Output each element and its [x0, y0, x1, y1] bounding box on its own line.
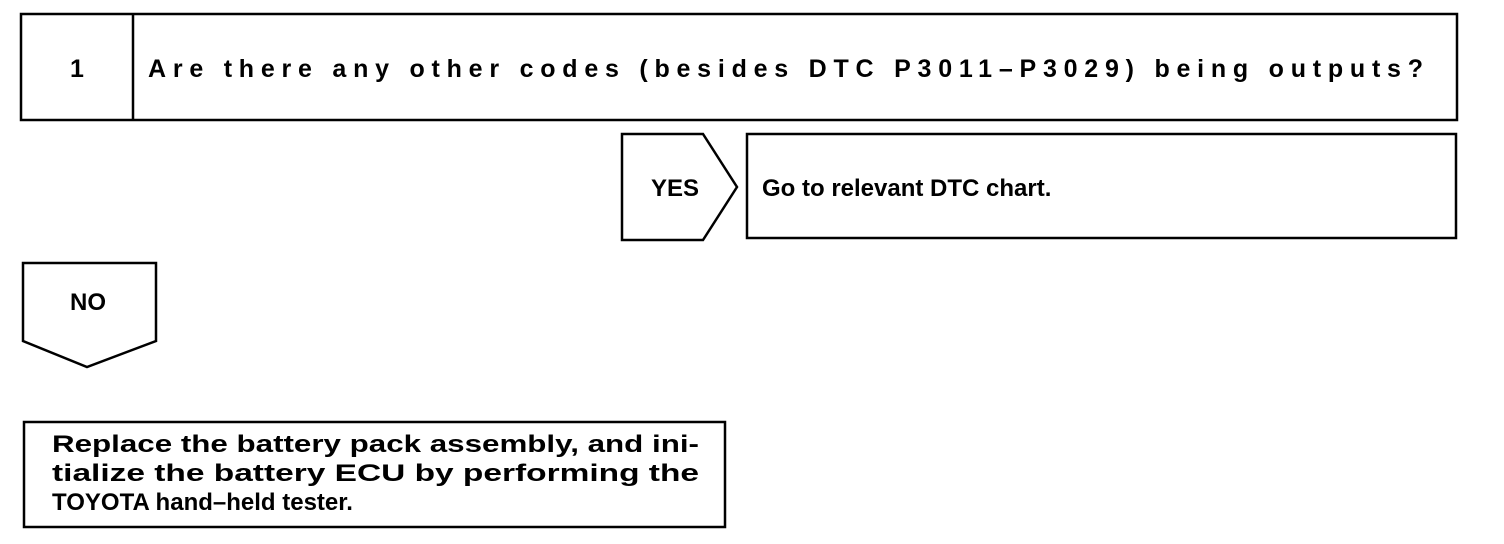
step-question: Are there any other codes (besides DTC P…: [148, 55, 1423, 83]
yes-label: YES: [651, 175, 699, 202]
yes-action-box: [745, 132, 1458, 240]
step-1-box: 1 Are there any other codes (besides DTC…: [19, 12, 1459, 122]
no-action-box: [22, 420, 727, 529]
step-number: 1: [70, 55, 84, 83]
yes-arrow: [620, 132, 739, 242]
no-arrow: [21, 261, 158, 369]
no-branch: NO Replace the battery pack assembly, an…: [21, 261, 727, 529]
no-action-line-2: tialize the battery ECU by performing th…: [52, 460, 699, 487]
no-label: NO: [70, 289, 106, 316]
no-action-line-1: Replace the battery pack assembly, and i…: [52, 431, 699, 458]
yes-action-text: Go to relevant DTC chart.: [762, 175, 1051, 202]
yes-branch: YES Go to relevant DTC chart.: [620, 132, 1458, 242]
no-action-line-3: TOYOTA hand–held tester.: [52, 489, 353, 516]
question-box-frame: [19, 12, 1459, 122]
